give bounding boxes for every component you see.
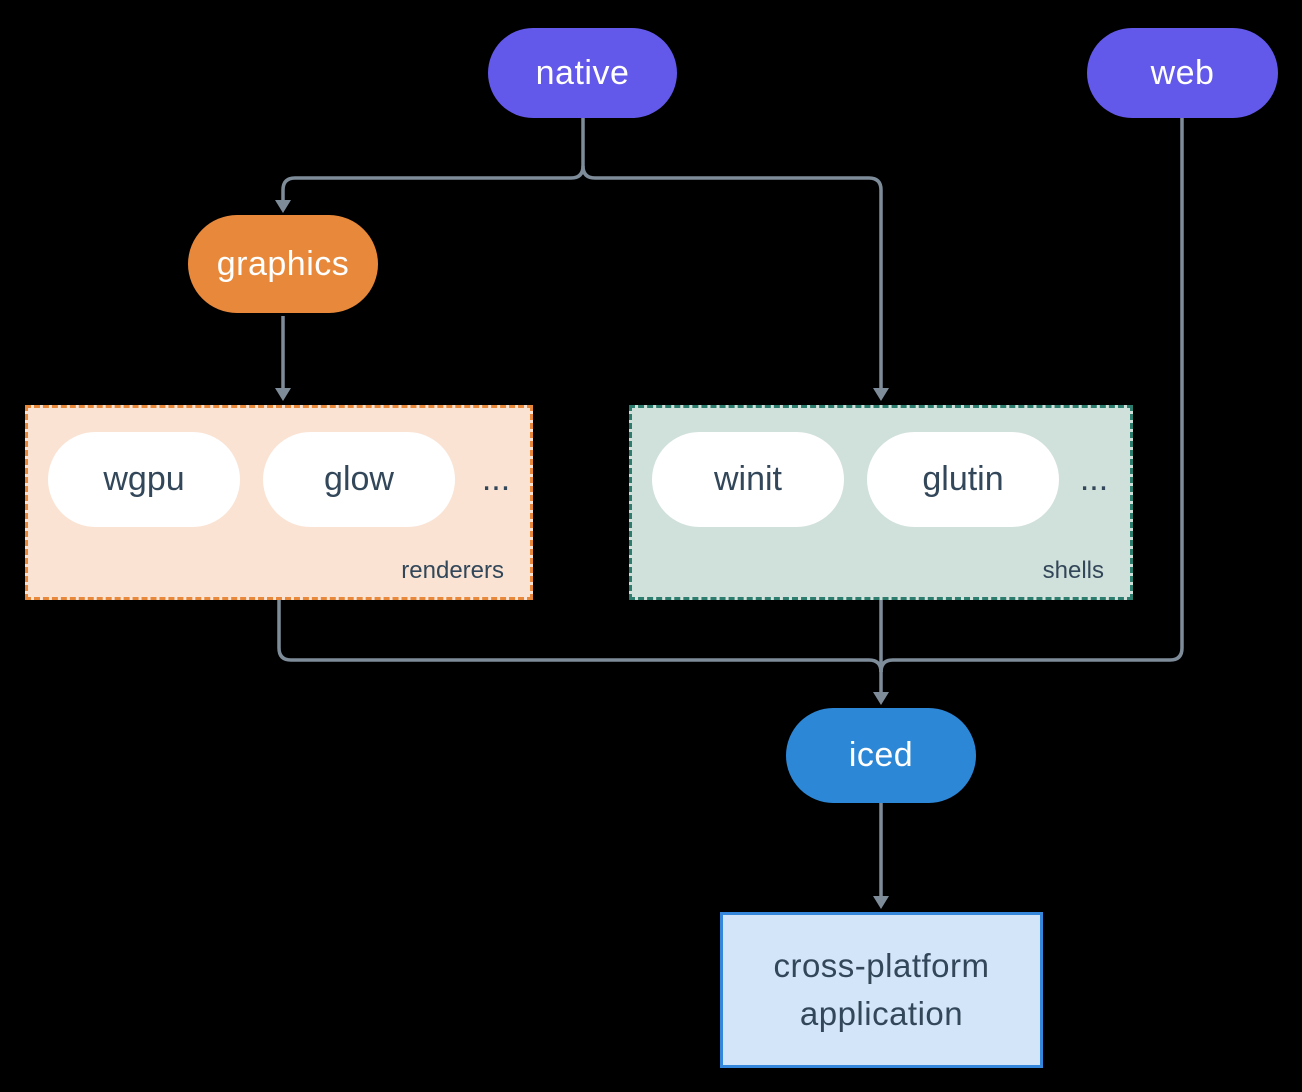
node-web-label: web: [1150, 53, 1215, 92]
node-glutin-label: glutin: [922, 460, 1004, 498]
node-iced-label: iced: [848, 736, 914, 774]
node-winit-label: winit: [713, 460, 783, 498]
node-glow-label: glow: [324, 460, 394, 498]
group-shells: winit glutin ... shells: [629, 405, 1133, 600]
node-wgpu-label: wgpu: [103, 460, 185, 498]
node-graphics-label: graphics: [216, 244, 350, 283]
arrowhead-into-application: [873, 896, 889, 909]
group-renderers: wgpu glow ... renderers: [25, 405, 533, 600]
group-renderers-label: renderers: [401, 557, 504, 584]
node-native: native: [488, 28, 677, 118]
arrowhead-into-iced: [873, 692, 889, 705]
edge-renderers-to-merge: [277, 600, 883, 673]
arrowhead-into-graphics: [275, 200, 291, 213]
arrowhead-into-renderers: [275, 388, 291, 401]
node-winit: winit: [652, 432, 844, 527]
node-glow: glow: [263, 432, 455, 527]
arrowhead-into-shells: [873, 388, 889, 401]
group-shells-label: shells: [1042, 557, 1104, 584]
renderers-ellipsis: ...: [481, 460, 511, 498]
node-native-label: native: [535, 53, 630, 92]
edge-native-to-graphics: [281, 118, 585, 200]
shells-ellipsis: ...: [1079, 460, 1109, 498]
node-graphics: graphics: [188, 215, 378, 313]
node-iced: iced: [786, 708, 976, 803]
node-cross-platform-application: cross-platform application: [720, 912, 1043, 1068]
node-application-label: cross-platform application: [773, 947, 990, 1032]
node-web: web: [1087, 28, 1278, 118]
node-wgpu: wgpu: [48, 432, 240, 527]
node-glutin: glutin: [867, 432, 1059, 527]
edge-native-to-shells: [581, 165, 883, 388]
